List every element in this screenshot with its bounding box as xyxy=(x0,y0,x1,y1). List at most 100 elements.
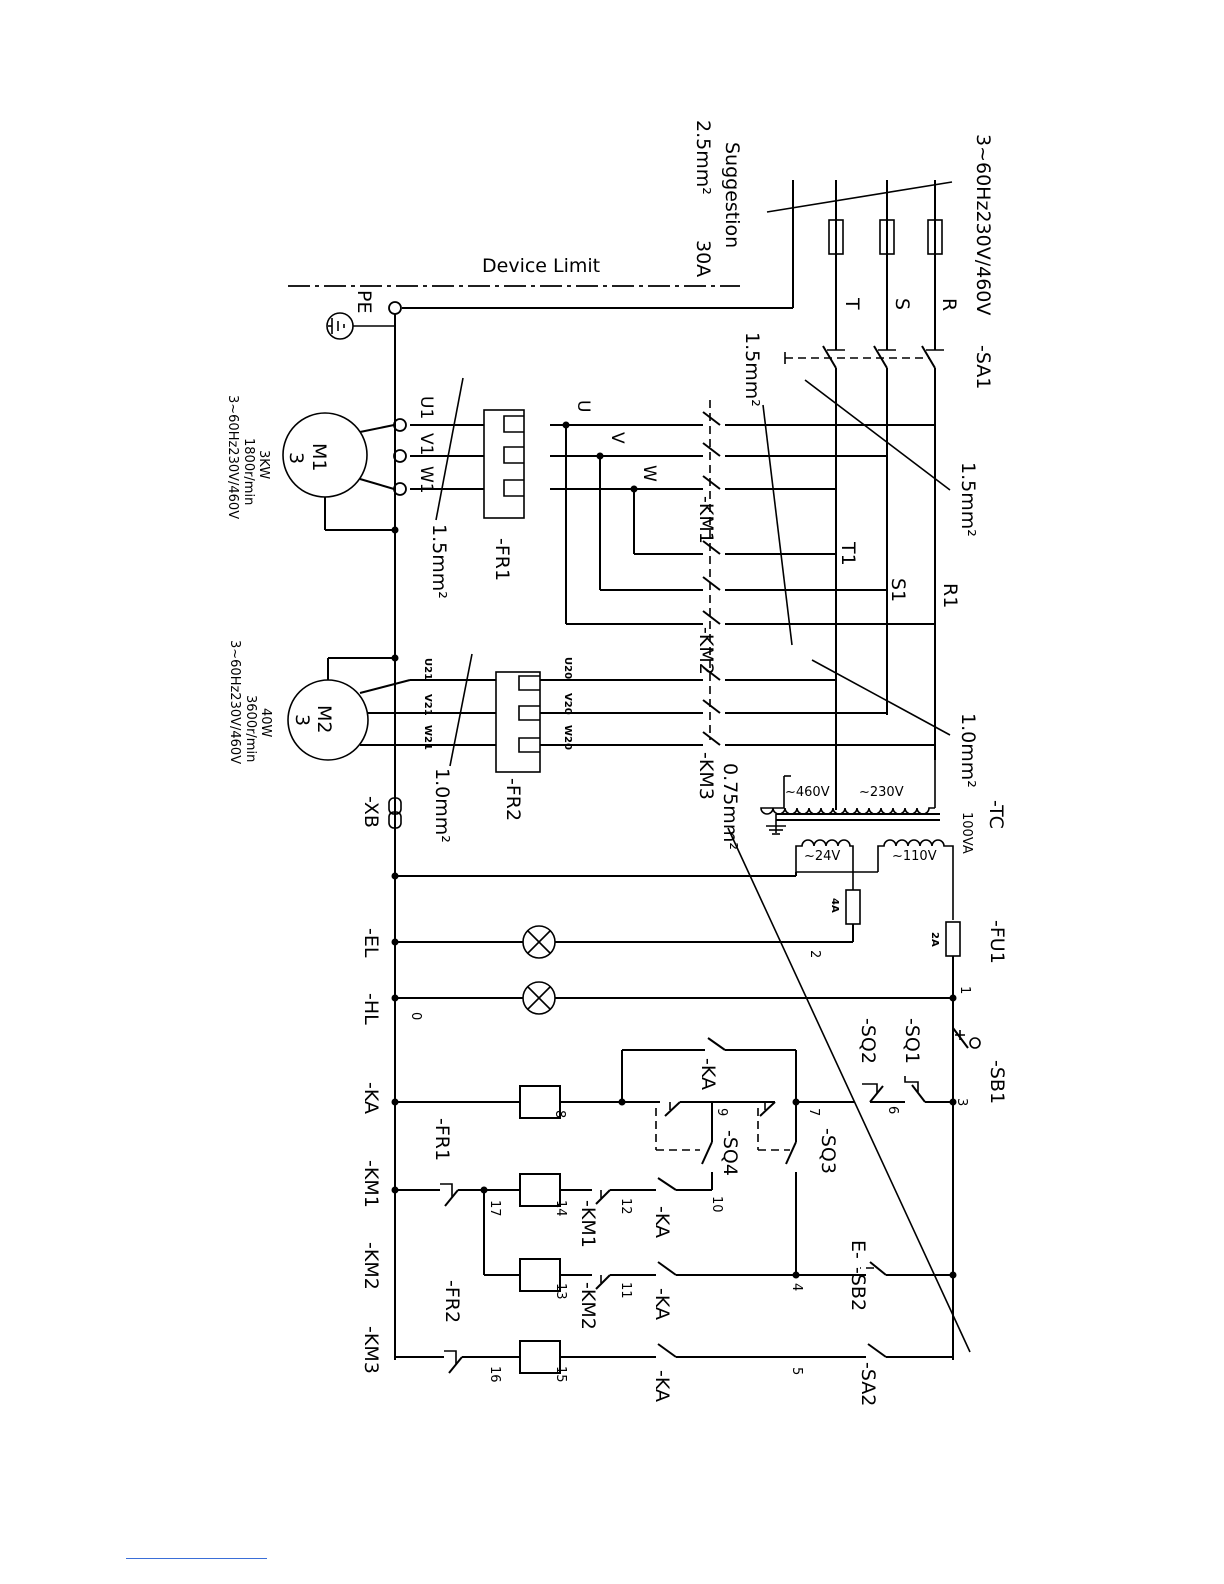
km2-contacts xyxy=(702,540,721,625)
ka-nc-contacts xyxy=(655,1101,790,1151)
m2-name: M2 xyxy=(313,705,335,733)
sa1-label: -SA1 xyxy=(972,345,994,389)
fr2-nc-contact xyxy=(444,1350,463,1374)
fuse-2a xyxy=(945,921,961,957)
fr1-thermal-relay xyxy=(410,409,525,519)
sq3-label: -SQ3 xyxy=(817,1128,839,1174)
m2-spec-power: 40W xyxy=(258,708,273,738)
node-10: 10 xyxy=(709,1196,724,1213)
fuse-r xyxy=(927,219,943,255)
sq1-label: -SQ1 xyxy=(901,1018,923,1064)
bottom-rule xyxy=(126,1558,267,1559)
fr2-contact-label: -FR2 xyxy=(441,1280,463,1323)
tc-rating: 100VA xyxy=(959,812,974,854)
node-9: 9 xyxy=(714,1108,729,1116)
coil-ka-label-2: -KA xyxy=(651,1288,673,1320)
m2-terminal-v20: V20 xyxy=(562,693,573,715)
fuse-rating-4a: 4A xyxy=(829,898,840,913)
fuse-s xyxy=(879,219,895,255)
xb-link-icon xyxy=(388,797,402,829)
fuse-4a xyxy=(845,889,861,925)
fuse-rating-2a: 2A xyxy=(929,932,940,947)
supply-label: 3~60Hz230V/460V xyxy=(972,134,994,315)
phase-s1-label: S1 xyxy=(887,578,909,602)
coil-ka-label-3: -KA xyxy=(651,1370,673,1402)
m2-terminal-u21: U21 xyxy=(422,658,433,680)
node-15: 15 xyxy=(553,1366,568,1383)
control-circuit xyxy=(391,827,981,1374)
bottom-label-km2: -KM2 xyxy=(360,1242,382,1290)
motor-v-label: V xyxy=(607,432,627,444)
node-17: 17 xyxy=(487,1200,502,1217)
phase-r-label: R xyxy=(938,298,960,311)
wire-size-e: 1.0mm² xyxy=(431,768,453,843)
diagram-labels: 3~60Hz230V/460V -SA1 Suggestion 2.5mm² 3… xyxy=(225,120,1008,1406)
fr1-label: -FR1 xyxy=(491,538,513,581)
sb1-stop-button xyxy=(952,1020,981,1049)
bottom-label-km3: -KM3 xyxy=(360,1326,382,1374)
node-6: 6 xyxy=(885,1106,900,1114)
bottom-label-km1: -KM1 xyxy=(360,1160,382,1208)
m2-terminal-v21: V21 xyxy=(422,694,433,716)
m1-spec-speed: 1800r/min xyxy=(241,438,256,505)
m2-spec-supply: 3~60Hz230V/460V xyxy=(227,640,242,764)
el-lamp-icon xyxy=(522,925,556,959)
hl-label: -HL xyxy=(360,993,382,1025)
m2-motor xyxy=(287,657,411,761)
motor-u-label: U xyxy=(573,400,593,412)
tc-primary-230: ~230V xyxy=(859,785,904,800)
node-1: 1 xyxy=(957,986,972,994)
phase-t1-label: T1 xyxy=(837,541,859,566)
km2-label: -KM2 xyxy=(695,627,717,675)
device-limit-label: Device Limit xyxy=(482,255,600,277)
node-5: 5 xyxy=(789,1367,804,1375)
km3-contacts xyxy=(702,666,721,746)
m2-phase: 3 xyxy=(291,714,313,726)
m1-name: M1 xyxy=(308,443,330,471)
power-circuit xyxy=(282,180,953,1360)
tc-label: -TC xyxy=(985,800,1007,829)
tc-secondary-24: ~24V xyxy=(804,849,840,864)
m1-spec-supply: 3~60Hz230V/460V xyxy=(225,395,240,519)
fuse-t xyxy=(828,219,844,255)
coil-km1-label: -KM1 xyxy=(577,1200,599,1248)
node-16: 16 xyxy=(487,1366,502,1383)
km1-label: -KM1 xyxy=(695,496,717,544)
tc-secondary-110: ~110V xyxy=(892,849,937,864)
wire-size-a: 1.5mm² xyxy=(741,332,763,407)
m2-terminal-w21: W21 xyxy=(422,725,433,750)
sq2-label: -SQ2 xyxy=(857,1018,879,1064)
el-label: -EL xyxy=(360,928,382,958)
m1-terminal-v1: V1 xyxy=(416,433,436,455)
hl-lamp-icon xyxy=(522,981,556,1015)
km1-contacts xyxy=(702,411,721,490)
node-2: 2 xyxy=(807,950,822,958)
m1-phase: 3 xyxy=(285,452,307,464)
ka-coil xyxy=(519,1085,561,1119)
sq4-label: -SQ4 xyxy=(719,1130,741,1176)
fr1-nc-contact xyxy=(440,1183,459,1207)
sa2-label: -SA2 xyxy=(857,1362,879,1406)
m1-terminal-w1: W1 xyxy=(416,466,436,494)
wire-size-c: 1.5mm² xyxy=(428,524,450,599)
m2-terminal-w20: W20 xyxy=(562,725,573,750)
node-11: 11 xyxy=(618,1282,633,1299)
node-3: 3 xyxy=(954,1098,969,1106)
ka-contact-label: -KA xyxy=(697,1058,719,1090)
motor-w-label: W xyxy=(639,465,659,482)
m1-spec-power: 3KW xyxy=(256,450,271,479)
phase-t-label: T xyxy=(841,297,863,310)
m2-terminal-u20: U20 xyxy=(562,657,573,679)
sq2-switch xyxy=(862,1083,884,1103)
sb2-label: -SB2 xyxy=(847,1267,869,1311)
fr2-thermal-relay xyxy=(410,671,570,773)
sq1-switch xyxy=(904,1076,926,1103)
m1-motor xyxy=(282,412,407,531)
m1-terminal-u1: U1 xyxy=(416,396,436,419)
tc-primary-460: ~460V xyxy=(785,785,830,800)
node-14: 14 xyxy=(553,1200,568,1217)
wire-size-f: 0.75mm² xyxy=(719,763,741,850)
pe-ground-icon xyxy=(326,312,395,340)
suggestion-current: 30A xyxy=(692,240,714,277)
